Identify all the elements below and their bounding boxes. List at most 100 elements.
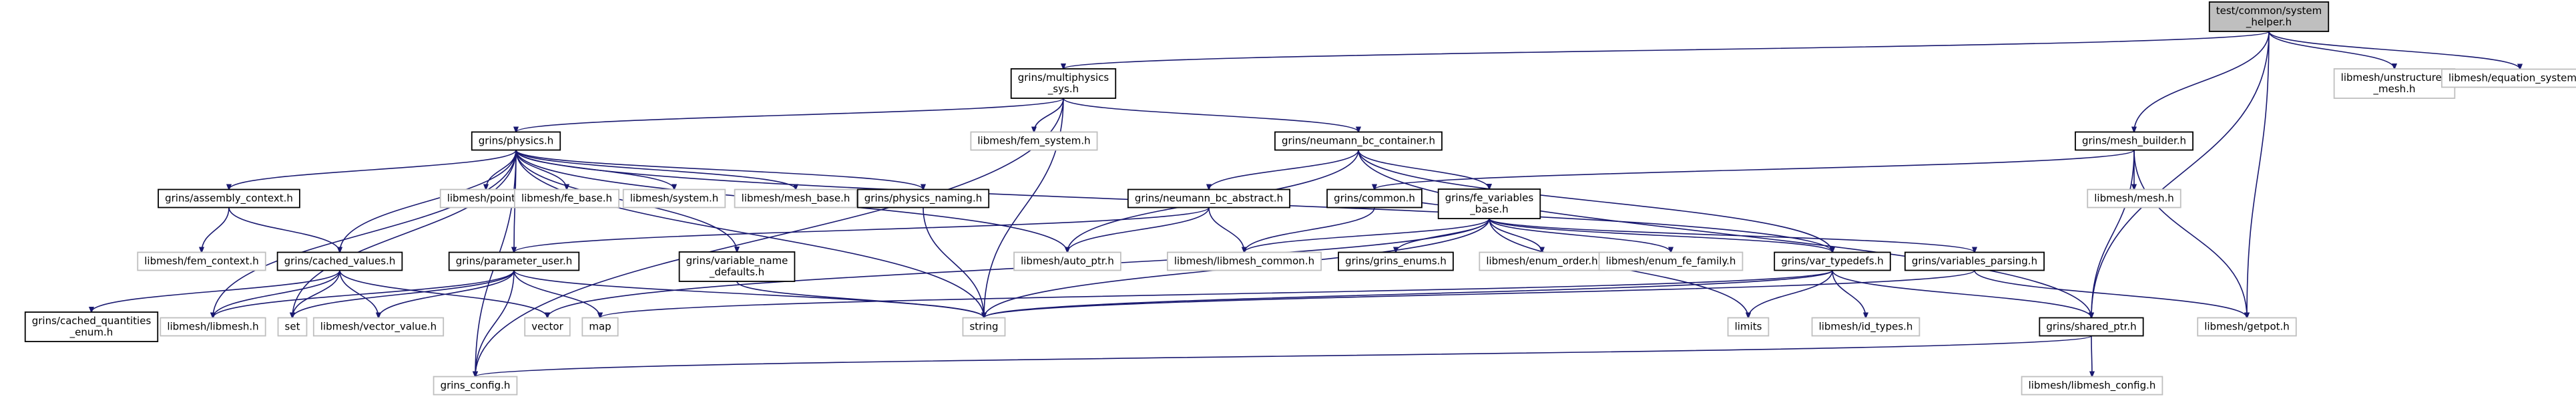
node-set: set — [277, 317, 308, 337]
node-label: grins/mesh_builder.h — [2082, 135, 2186, 148]
edge-physics-to-mesh-base — [515, 150, 796, 190]
edge-var-typedefs-to-limits — [1748, 270, 1833, 318]
node-label: libmesh/system.h — [630, 192, 719, 205]
node-box — [1166, 251, 1322, 271]
node-var-typedefs[interactable]: grins/var_typedefs.h — [1774, 251, 1891, 271]
node-box — [2208, 1, 2330, 32]
edge-physics-to-physics-naming — [515, 149, 923, 190]
edge-cached-values-to-set — [292, 270, 340, 318]
node-label: limits — [1735, 321, 1762, 333]
node-fem-system: libmesh/fem_system.h — [970, 131, 1098, 151]
node-libmesh-h: libmesh/libmesh.h — [160, 317, 266, 337]
node-cached-values[interactable]: grins/cached_values.h — [276, 251, 403, 271]
edge-fe-variables-base-to-grins-enums — [1396, 218, 1490, 253]
node-root[interactable]: test/common/system_helper.h — [2208, 1, 2330, 32]
node-common[interactable]: grins/common.h — [1326, 188, 1423, 209]
edge-physics-to-assembly-context — [229, 150, 517, 190]
node-box — [276, 251, 403, 271]
edge-fe-variables-base-to-enum-order — [1489, 218, 1542, 253]
node-box — [622, 188, 726, 209]
node-label: _base.h — [1469, 203, 1509, 216]
node-label: grins/variables_parsing.h — [1912, 255, 2037, 268]
node-enum-fe-family: libmesh/enum_fe_family.h — [1598, 251, 1744, 271]
edge-multiphysics-to-physics — [516, 98, 1064, 132]
node-label: grins/variable_name — [686, 255, 788, 267]
node-label: libmesh/id_types.h — [1819, 321, 1913, 334]
node-getpot: libmesh/getpot.h — [2197, 317, 2297, 337]
node-box — [1437, 188, 1541, 219]
node-label: map — [589, 321, 611, 333]
node-box — [1326, 188, 1423, 209]
edge-var-typedefs-to-string — [984, 269, 1833, 318]
node-box — [160, 317, 266, 337]
node-box — [962, 317, 1006, 337]
node-system: libmesh/system.h — [622, 188, 726, 209]
node-box — [2441, 68, 2576, 88]
node-label: libmesh/libmesh_config.h — [2029, 380, 2156, 392]
edge-neumann-bc-abstract-to-libmesh-common — [1208, 207, 1244, 253]
node-limits: limits — [1727, 317, 1770, 337]
node-neumann-bc-container[interactable]: grins/neumann_bc_container.h — [1274, 131, 1443, 151]
edge-neumann-bc-container-to-shared-ptr — [1358, 150, 2091, 318]
node-label: libmesh/equation_systems.h — [2449, 72, 2576, 85]
node-box — [158, 188, 300, 209]
edge-fe-variables-base-to-libmesh-common — [1244, 218, 1490, 253]
node-box — [1274, 131, 1443, 151]
edge-variables-parsing-to-string — [984, 269, 1975, 318]
node-parameter-user[interactable]: grins/parameter_user.h — [448, 251, 580, 271]
node-mesh: libmesh/mesh.h — [2087, 188, 2181, 209]
node-box — [524, 317, 571, 337]
node-label: libmesh/point.h — [447, 192, 525, 205]
edge-neumann-bc-container-to-neumann-bc-abstract — [1209, 150, 1359, 190]
node-label: test/common/system — [2216, 5, 2322, 17]
node-label: grins/cached_quantities — [32, 315, 152, 327]
node-fe-variables-base[interactable]: grins/fe_variables_base.h — [1437, 188, 1541, 219]
node-label: libmesh/unstructured — [2341, 72, 2449, 84]
node-label: grins/physics_naming.h — [864, 192, 982, 205]
node-label: grins/fe_variables — [1445, 192, 1534, 205]
node-cached-quantities-enum[interactable]: grins/cached_quantities_enum.h — [24, 311, 159, 342]
node-variable-name-defaults[interactable]: grins/variable_name_defaults.h — [678, 251, 796, 282]
node-multiphysics[interactable]: grins/multiphysics_sys.h — [1010, 68, 1117, 99]
edge-var-typedefs-to-id-types — [1832, 270, 1866, 318]
node-mesh-builder[interactable]: grins/mesh_builder.h — [2075, 131, 2194, 151]
node-box — [1010, 68, 1117, 99]
edge-mesh-builder-to-common — [1374, 149, 2135, 190]
edge-physics-to-libmesh-h — [213, 150, 517, 318]
node-box — [433, 376, 518, 396]
node-label: _enum.h — [69, 326, 113, 339]
node-box — [471, 131, 561, 151]
node-unstructured-mesh: libmesh/unstructured_mesh.h — [2333, 68, 2456, 99]
edge-multiphysics-to-fem-system — [1034, 98, 1064, 132]
node-physics[interactable]: grins/physics.h — [471, 131, 561, 151]
node-assembly-context[interactable]: grins/assembly_context.h — [158, 188, 300, 209]
node-variables-parsing[interactable]: grins/variables_parsing.h — [1904, 251, 2045, 271]
edge-root-to-getpot — [2247, 31, 2270, 318]
node-label: string — [969, 321, 998, 333]
edge-neumann-bc-abstract-to-auto-ptr — [1067, 207, 1210, 253]
edge-parameter-user-to-set — [292, 270, 515, 318]
edge-physics-to-set — [292, 150, 517, 318]
edge-shared-ptr-to-libmesh-config — [2091, 336, 2092, 377]
node-neumann-bc-abstract[interactable]: grins/neumann_bc_abstract.h — [1127, 188, 1291, 209]
edge-root-to-multiphysics — [1063, 31, 2270, 69]
edge-var-typedefs-to-map — [600, 269, 1833, 318]
node-vector: vector — [524, 317, 571, 337]
node-label: vector — [531, 321, 563, 333]
edge-assembly-context-to-cached-values — [228, 207, 340, 253]
node-box — [312, 317, 445, 337]
node-shared-ptr[interactable]: grins/shared_ptr.h — [2039, 317, 2144, 337]
edge-assembly-context-to-fem-context — [202, 207, 230, 253]
edge-mesh-builder-to-shared-ptr — [2091, 150, 2135, 318]
node-label: grins/shared_ptr.h — [2046, 321, 2136, 334]
node-equation-systems: libmesh/equation_systems.h — [2441, 68, 2576, 88]
edge-root-to-shared-ptr — [2091, 31, 2270, 318]
node-label: grins/cached_values.h — [284, 255, 396, 268]
node-box — [1904, 251, 2045, 271]
node-grins-enums[interactable]: grins/grins_enums.h — [1338, 251, 1454, 271]
edge-neumann-bc-container-to-var-typedefs — [1358, 150, 1832, 253]
node-box — [856, 188, 990, 209]
node-mesh-base: libmesh/mesh_base.h — [734, 188, 858, 209]
node-physics-naming[interactable]: grins/physics_naming.h — [856, 188, 990, 209]
edge-fe-variables-base-to-var-typedefs — [1489, 218, 1832, 253]
